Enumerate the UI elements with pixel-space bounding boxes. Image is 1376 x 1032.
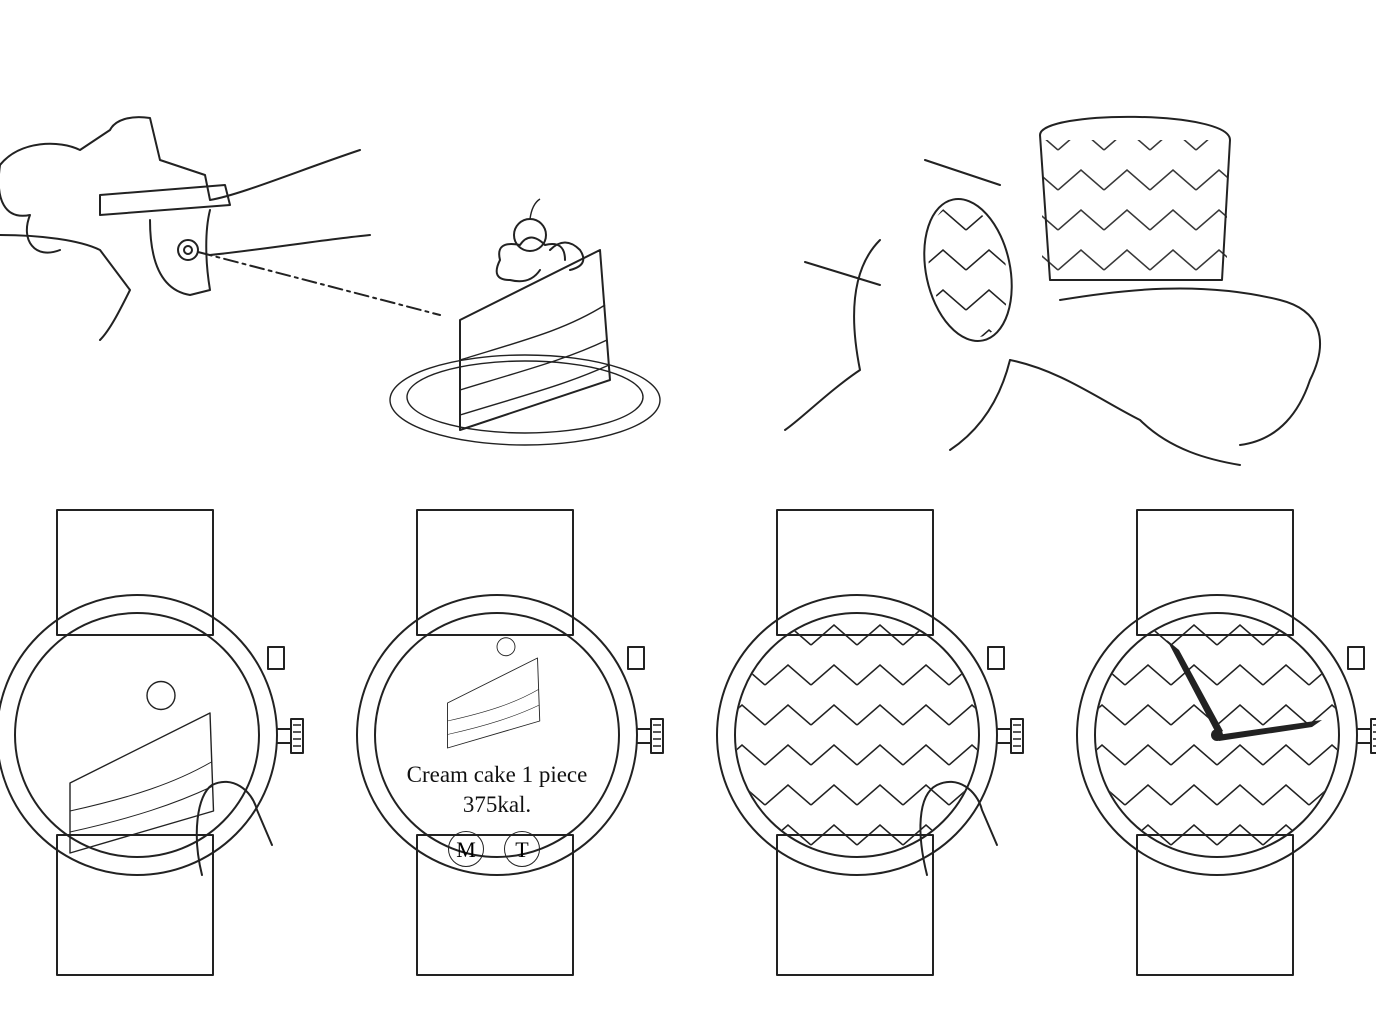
minute-hand (1217, 720, 1322, 741)
t-button[interactable]: T (504, 831, 540, 867)
hand-with-camera-wrist-device (0, 116, 441, 341)
watch-pattern-with-finger (716, 509, 1024, 976)
watch-pattern-with-hands (1076, 509, 1376, 976)
watch-food-info-screen (356, 509, 664, 976)
hand-covering-watch-illustration (784, 115, 1321, 466)
food-name: Cream cake 1 piece (406, 762, 588, 787)
hour-hand (1167, 640, 1223, 735)
food-info: Cream cake 1 piece 375kal. (397, 760, 597, 820)
cake-on-plate-illustration (389, 198, 661, 446)
watch-cake-screen (0, 509, 304, 976)
m-button[interactable]: M (448, 831, 484, 867)
calories: 375kal. (462, 792, 532, 817)
